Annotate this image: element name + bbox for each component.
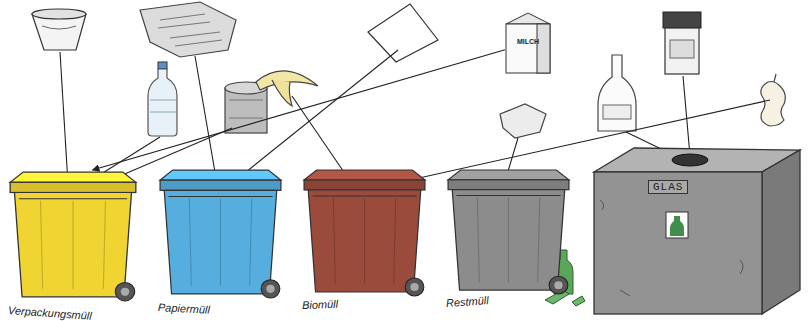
bin-lid — [160, 180, 281, 190]
bin-outline — [158, 168, 283, 300]
newspaper — [140, 2, 236, 57]
bin-outline — [8, 170, 138, 303]
bin-lid — [10, 182, 136, 192]
residual-bin: Restmüll — [446, 168, 571, 310]
bottle-ribs — [150, 100, 176, 112]
bin-body — [164, 190, 277, 294]
container-front — [594, 172, 762, 314]
can-ribs — [229, 100, 263, 118]
bottle-label — [603, 105, 631, 119]
bin-ribs — [333, 198, 396, 284]
container-side — [762, 150, 800, 314]
bin-wheel — [549, 276, 568, 294]
bin-body — [15, 193, 132, 297]
newspaper-sheet — [140, 2, 236, 57]
bin-handle — [312, 196, 416, 197]
glass-bottle — [598, 55, 636, 131]
bin-lid — [304, 180, 425, 190]
can-body — [225, 88, 267, 133]
bottle-body — [148, 69, 177, 136]
bin-ribs — [477, 198, 540, 283]
bin-body — [452, 190, 565, 290]
bin-wheel — [261, 280, 280, 298]
bin-outline — [446, 168, 571, 296]
leader-line — [292, 96, 350, 181]
bin-ribs — [189, 198, 252, 285]
bin-wheel-hub — [121, 288, 130, 296]
green-shard — [572, 296, 585, 306]
bin-lid-top — [10, 172, 136, 182]
leader-line — [683, 76, 690, 156]
bin-ribs — [41, 201, 106, 289]
bin-wheel-hub — [554, 281, 562, 289]
cup-rim — [32, 9, 86, 19]
bin-handle — [168, 196, 272, 197]
leader-line — [236, 50, 398, 180]
carton-label: MILCH — [505, 38, 551, 45]
crumpled-wrapper — [500, 104, 546, 138]
bottle-outline — [598, 55, 636, 131]
container-wear — [600, 200, 743, 296]
glass-sign-bottle — [670, 216, 684, 236]
jar-label — [670, 40, 694, 58]
container-label: GLAS — [648, 180, 688, 194]
bin-label: Verpackungsmüll — [8, 304, 93, 321]
milk-carton: MILCH — [505, 12, 551, 74]
carton-side — [537, 24, 550, 73]
jar-lid — [663, 12, 701, 28]
glass-sign — [666, 212, 688, 238]
plastic-bottle — [148, 62, 177, 136]
leader-line — [195, 56, 216, 178]
glass-slot — [672, 154, 708, 166]
bin-wheel — [115, 283, 135, 301]
bin-handle — [456, 195, 560, 196]
newspaper-lines — [158, 14, 222, 46]
bin-lid-top — [304, 170, 425, 180]
paper-bin: Papiermüll — [158, 168, 283, 318]
bin-outline — [302, 168, 427, 298]
bottle-cap — [158, 62, 167, 69]
jam-jar — [663, 12, 701, 74]
bin-wheel-hub — [266, 285, 274, 293]
cup-print — [42, 26, 76, 29]
apple-core — [761, 74, 785, 126]
bin-label: Restmüll — [446, 294, 490, 309]
packaging-bin: Verpackungsmüll — [8, 170, 138, 321]
bin-lid — [448, 180, 569, 190]
yogurt-cup — [32, 9, 86, 50]
organic-bin: Biomüll — [302, 168, 427, 314]
glass-container: GLAS — [590, 140, 804, 318]
leader-line — [60, 52, 68, 184]
bin-body — [308, 190, 421, 292]
jar-body — [665, 28, 699, 74]
bin-label: Papiermüll — [158, 301, 211, 316]
carton-gable — [506, 13, 550, 24]
connector-arrow — [93, 50, 506, 170]
container-outline — [590, 140, 804, 318]
bin-lid-top — [448, 170, 569, 180]
bin-wheel-hub — [410, 283, 418, 291]
peel-strip — [272, 80, 292, 106]
carton-body — [506, 24, 550, 73]
banana-peel — [256, 71, 318, 106]
bin-wheel — [405, 278, 424, 296]
paper-sheet — [368, 4, 438, 62]
bin-handle — [19, 198, 127, 199]
bin-lid-top — [160, 170, 281, 180]
bin-label: Biomüll — [302, 298, 338, 311]
